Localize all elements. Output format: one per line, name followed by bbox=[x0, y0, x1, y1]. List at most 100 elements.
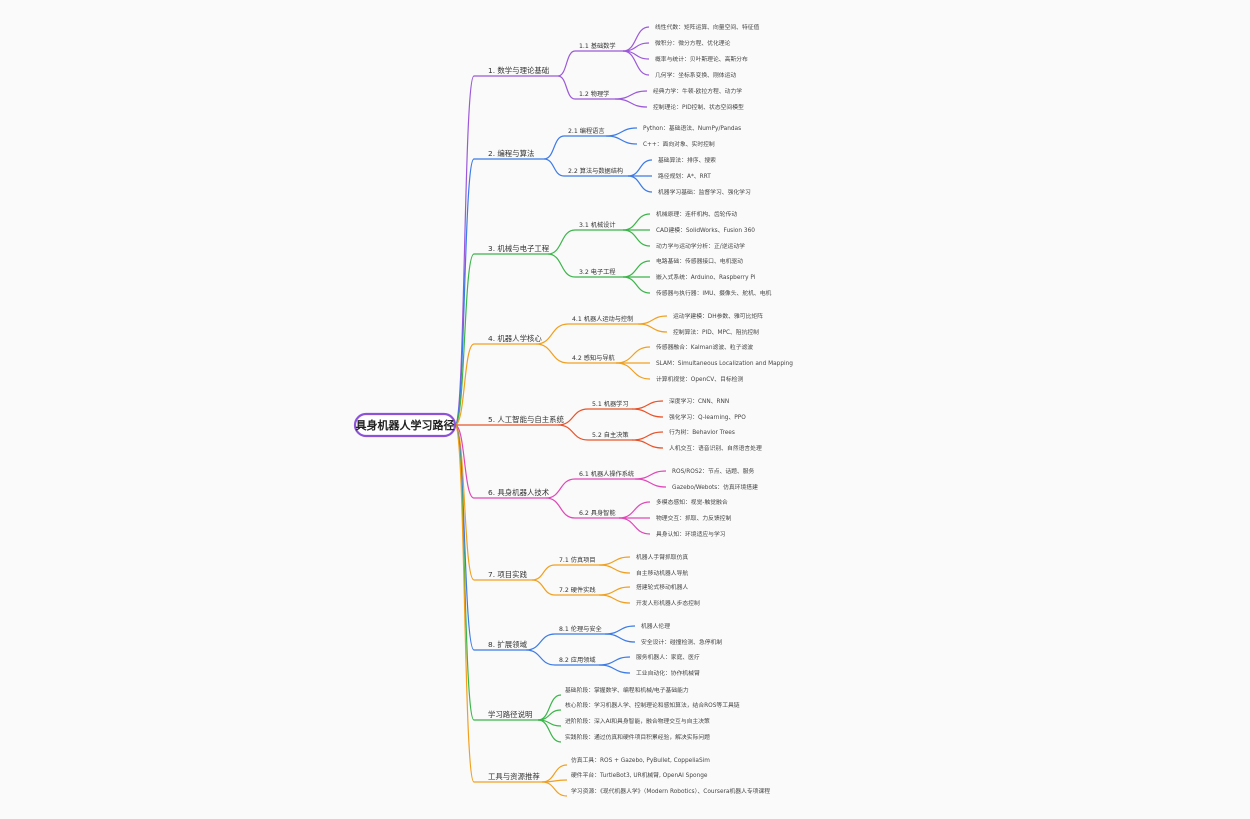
subtopic-node-2-2[interactable]: 2.2 算法与数据结构 bbox=[568, 167, 623, 175]
leaf-label[interactable]: 计算机视觉：OpenCV、目标检测 bbox=[656, 375, 743, 383]
subtopic-node-7-1[interactable]: 7.1 仿真项目 bbox=[559, 556, 596, 564]
subtopic-node-9-2[interactable]: 核心阶段：学习机器人学、控制理论和感知算法，结合ROS等工具链 bbox=[565, 701, 740, 709]
leaf-edge-2-1-2 bbox=[605, 135, 638, 145]
leaf-label[interactable]: 安全设计：碰撞检测、急停机制 bbox=[641, 638, 722, 646]
subtopic-node-3-2[interactable]: 3.2 电子工程 bbox=[579, 268, 616, 276]
subtopic-node-10-1[interactable]: 仿真工具：ROS + Gazebo, PyBullet, CoppeliaSim bbox=[571, 756, 710, 764]
branch-node-6[interactable]: 6. 具身机器人技术 bbox=[488, 488, 550, 497]
subtopic-edge-10-3 bbox=[541, 781, 568, 797]
leaf-label[interactable]: 自主移动机器人导航 bbox=[636, 569, 688, 577]
branch-node-4[interactable]: 4. 机器人学核心 bbox=[488, 334, 542, 343]
subtopic-label: 1.1 基础数学 bbox=[579, 42, 616, 50]
subtopic-label: 4.1 机器人运动与控制 bbox=[572, 315, 633, 323]
leaf-label[interactable]: ROS/ROS2：节点、话题、服务 bbox=[672, 467, 755, 475]
leaf-label[interactable]: 动力学与运动学分析：正/逆运动学 bbox=[656, 242, 745, 250]
leaf-label[interactable]: 具身认知：环境适应与学习 bbox=[656, 530, 726, 538]
subtopic-edge-4-2 bbox=[535, 343, 569, 364]
leaf-label[interactable]: 几何学：坐标系变换、刚体运动 bbox=[655, 71, 736, 79]
subtopic-label: 5.2 自主决策 bbox=[592, 431, 629, 439]
subtopic-node-10-3[interactable]: 学习资源：《现代机器人学》（Modern Robotics）、Coursera机… bbox=[571, 787, 770, 795]
subtopic-node-8-1[interactable]: 8.1 伦理与安全 bbox=[559, 625, 603, 633]
branch-node-3[interactable]: 3. 机械与电子工程 bbox=[488, 244, 550, 253]
branch-node-7[interactable]: 7. 项目实践 bbox=[488, 570, 528, 579]
leaf-label[interactable]: 控制算法：PID、MPC、阻抗控制 bbox=[673, 328, 759, 336]
leaf-label[interactable]: Python：基础语法、NumPy/Pandas bbox=[643, 124, 741, 132]
subtopic-label: 8.1 伦理与安全 bbox=[559, 625, 603, 633]
leaf-edge-2-1-1 bbox=[605, 127, 638, 137]
branch-edge-9 bbox=[454, 424, 475, 721]
subtopic-node-5-2[interactable]: 5.2 自主决策 bbox=[592, 431, 629, 439]
branch-node-5[interactable]: 5. 人工智能与自主系统 bbox=[488, 415, 565, 424]
subtopic-edge-5-1 bbox=[557, 408, 589, 426]
leaf-label[interactable]: Gazebo/Webots：仿真环境搭建 bbox=[672, 483, 758, 491]
leaf-label[interactable]: 服务机器人：家庭、医疗 bbox=[636, 653, 700, 661]
leaf-label[interactable]: 控制理论：PID控制、状态空间模型 bbox=[653, 103, 744, 111]
subtopic-label: 8.2 应用领域 bbox=[559, 656, 596, 664]
subtopic-node-1-2[interactable]: 1.2 物理学 bbox=[579, 90, 609, 98]
leaf-label[interactable]: 微积分：微分方程、优化理论 bbox=[655, 39, 731, 47]
branch-label: 1. 数学与理论基础 bbox=[488, 66, 549, 75]
leaf-label[interactable]: 人机交互：语音识别、自然语言处理 bbox=[669, 444, 762, 452]
leaf-label[interactable]: 嵌入式系统：Arduino、Raspberry Pi bbox=[656, 273, 756, 281]
subtopic-label: 仿真工具：ROS + Gazebo, PyBullet, CoppeliaSim bbox=[571, 756, 710, 764]
leaf-label[interactable]: 经典力学：牛顿-欧拉方程、动力学 bbox=[653, 87, 742, 95]
subtopic-node-4-1[interactable]: 4.1 机器人运动与控制 bbox=[572, 315, 633, 323]
subtopic-node-9-4[interactable]: 实践阶段：通过仿真和硬件项目积累经验，解决实际问题 bbox=[565, 733, 710, 741]
root-node[interactable]: 具身机器人学习路径 bbox=[353, 412, 457, 438]
subtopic-node-7-2[interactable]: 7.2 硬件实践 bbox=[559, 586, 596, 594]
subtopic-label: 3.2 电子工程 bbox=[579, 268, 616, 276]
leaf-label[interactable]: 深度学习：CNN、RNN bbox=[669, 397, 729, 405]
leaf-label[interactable]: C++：面向对象、实时控制 bbox=[643, 140, 715, 148]
leaf-label[interactable]: 基础算法：排序、搜索 bbox=[658, 156, 716, 164]
branch-node-2[interactable]: 2. 编程与算法 bbox=[488, 149, 534, 158]
subtopic-node-6-2[interactable]: 6.2 具身智能 bbox=[579, 509, 616, 517]
subtopic-node-9-3[interactable]: 进阶阶段：深入AI和具身智能，融合物理交互与自主决策 bbox=[565, 717, 710, 725]
leaf-edge-8-2-2 bbox=[598, 664, 631, 674]
leaf-edge-4-1-2 bbox=[637, 323, 668, 333]
leaf-label[interactable]: 传感器融合：Kalman滤波、粒子滤波 bbox=[656, 343, 753, 351]
leaf-label[interactable]: 传感器与执行器：IMU、摄像头、舵机、电机 bbox=[656, 289, 772, 297]
leaf-label[interactable]: 机器人手臂抓取仿真 bbox=[636, 553, 688, 561]
leaf-label[interactable]: 机器学习基础：监督学习、强化学习 bbox=[658, 188, 751, 196]
leaf-edge-6-2-3 bbox=[618, 517, 651, 535]
leaf-label[interactable]: 工业自动化：协作机械臂 bbox=[636, 669, 700, 677]
leaf-label[interactable]: SLAM：Simultaneous Localization and Mappi… bbox=[656, 361, 793, 367]
leaf-label[interactable]: 多模态感知：视觉-触觉融合 bbox=[656, 498, 728, 506]
leaf-label[interactable]: 线性代数：矩阵运算、向量空间、特征值 bbox=[655, 23, 760, 31]
branch-node-8[interactable]: 8. 扩展领域 bbox=[488, 640, 528, 649]
root-node-box[interactable] bbox=[353, 412, 457, 438]
subtopic-node-1-1[interactable]: 1.1 基础数学 bbox=[579, 42, 616, 50]
leaf-label[interactable]: 行为树：Behavior Trees bbox=[669, 428, 735, 436]
subtopic-edge-9-4 bbox=[537, 719, 562, 743]
branch-node-10[interactable]: 工具与资源推荐 bbox=[488, 772, 540, 781]
subtopic-node-9-1[interactable]: 基础阶段：掌握数学、编程和机械/电子基础能力 bbox=[565, 686, 689, 694]
leaf-label[interactable]: 强化学习：Q-learning、PPO bbox=[669, 413, 746, 421]
subtopic-node-2-1[interactable]: 2.1 编程语言 bbox=[568, 127, 605, 135]
leaf-label[interactable]: 开发人形机器人步态控制 bbox=[636, 599, 700, 607]
branch-node-1[interactable]: 1. 数学与理论基础 bbox=[488, 66, 549, 75]
leaf-edge-6-1-1 bbox=[634, 470, 667, 480]
leaf-edge-5-1-2 bbox=[631, 408, 664, 418]
leaf-label[interactable]: CAD建模：SolidWorks、Fusion 360 bbox=[656, 226, 755, 234]
leaf-label[interactable]: 概率与统计：贝叶斯理论、高斯分布 bbox=[655, 55, 748, 63]
leaf-label[interactable]: 运动学建模：DH参数、雅可比矩阵 bbox=[673, 312, 763, 320]
leaf-label[interactable]: 路径规划：A*、RRT bbox=[658, 172, 711, 180]
mindmap-nodes: 1. 数学与理论基础 1.1 基础数学 线性代数：矩阵运算、向量空间、特征值微积分：… bbox=[488, 23, 793, 795]
branch-edge-2 bbox=[454, 158, 475, 426]
leaf-label[interactable]: 机器人伦理 bbox=[641, 622, 670, 630]
subtopic-node-3-1[interactable]: 3.1 机械设计 bbox=[579, 221, 616, 229]
leaf-edge-6-2-1 bbox=[618, 501, 651, 519]
subtopic-edge-7-2 bbox=[531, 579, 556, 596]
branch-node-9[interactable]: 学习路径说明 bbox=[488, 710, 532, 719]
subtopic-node-5-1[interactable]: 5.1 机器学习 bbox=[592, 400, 629, 408]
leaf-label[interactable]: 电路基础：传感器接口、电机驱动 bbox=[656, 257, 743, 265]
leaf-label[interactable]: 机械原理：连杆机构、齿轮传动 bbox=[656, 210, 737, 218]
branch-label: 6. 具身机器人技术 bbox=[488, 488, 550, 497]
subtopic-node-6-1[interactable]: 6.1 机器人操作系统 bbox=[579, 470, 634, 478]
subtopic-node-8-2[interactable]: 8.2 应用领域 bbox=[559, 656, 596, 664]
subtopic-node-10-2[interactable]: 硬件平台：TurtleBot3, UR机械臂, OpenAI Sponge bbox=[571, 771, 708, 779]
leaf-label[interactable]: 搭建轮式移动机器人 bbox=[636, 583, 688, 591]
leaf-label[interactable]: 物理交互：抓取、力反馈控制 bbox=[656, 514, 732, 522]
subtopic-node-4-2[interactable]: 4.2 感知与导航 bbox=[572, 354, 615, 362]
